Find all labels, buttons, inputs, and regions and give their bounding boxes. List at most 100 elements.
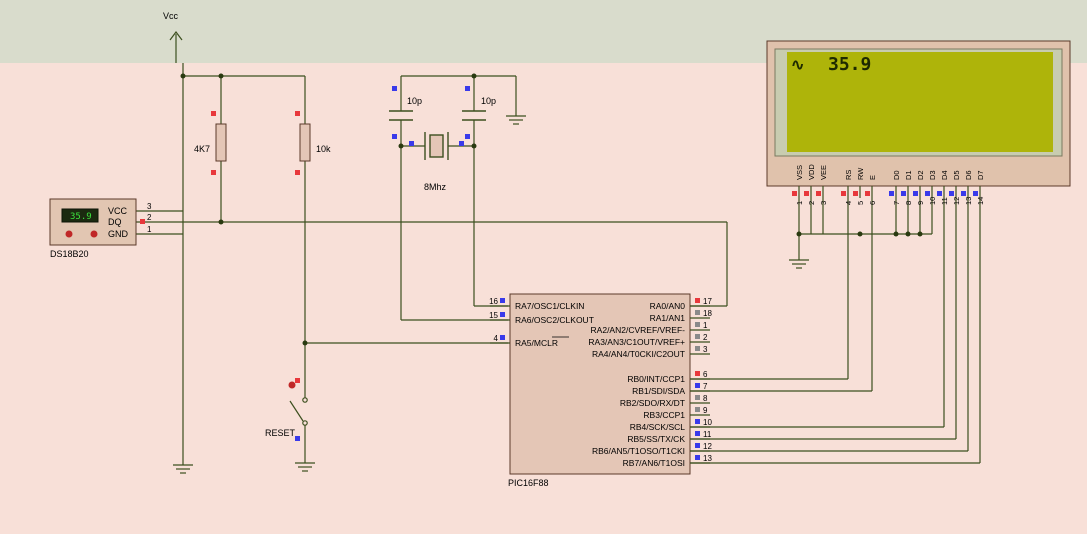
lcd-pin-number: 1	[795, 201, 804, 205]
mcu-pin-label: RB1/SDI/SDA	[632, 386, 685, 396]
ground-symbol	[506, 115, 526, 125]
mcu-pin-number: 11	[703, 430, 712, 439]
mcu-pin-number: 2	[703, 333, 708, 342]
lcd-pin-label: RS	[844, 170, 853, 180]
pin-marker	[392, 86, 397, 91]
wires	[136, 34, 981, 465]
pin-marker	[695, 395, 700, 400]
pin-marker	[949, 191, 954, 196]
lcd-pin-number: 5	[856, 201, 865, 205]
lcd-pin-number: 4	[844, 201, 853, 205]
mcu-pin-number: 13	[703, 454, 712, 463]
mcu-pin-label: RB7/AN6/T1OSI	[623, 458, 685, 468]
lcd-display-text: 35.9	[828, 54, 871, 75]
mcu-pin-number: 9	[703, 406, 708, 415]
mcu-pin-number: 3	[703, 345, 708, 354]
pin-marker	[409, 141, 414, 146]
resistor-r1[interactable]	[215, 123, 227, 162]
mcu-pin-number: 4	[494, 334, 499, 343]
pin-marker	[695, 310, 700, 315]
sensor-display	[61, 208, 99, 223]
capacitor-c2[interactable]	[462, 110, 486, 121]
mcu-pin-number: 12	[703, 442, 712, 451]
mcu-pin-label: RA1/AN1	[650, 313, 686, 323]
lcd-pin-label: D2	[916, 170, 925, 180]
pin-marker	[459, 141, 464, 146]
lcd-pin-number: 7	[892, 201, 901, 205]
lcd-pin-label: D0	[892, 170, 901, 180]
sensor-pin-label: DQ	[108, 217, 122, 227]
pin-marker	[695, 322, 700, 327]
mcu-pin-number: 10	[703, 418, 712, 427]
resistor-r2[interactable]	[299, 123, 311, 162]
lcd-pin-number: 10	[928, 197, 937, 205]
lcd-pin-number: 13	[964, 197, 973, 205]
lcd-pin-label: D5	[952, 170, 961, 180]
ground-symbol	[173, 464, 193, 474]
sensor-pin-number: 1	[147, 225, 152, 234]
pin-marker	[695, 431, 700, 436]
ground-symbol	[789, 259, 809, 269]
pin-marker	[695, 407, 700, 412]
switch-actuator[interactable]	[288, 381, 296, 389]
pin-marker	[695, 419, 700, 424]
vcc-symbol	[169, 31, 183, 41]
pin-marker	[295, 170, 300, 175]
pin-marker	[695, 298, 700, 303]
reset-switch[interactable]	[289, 392, 308, 426]
lcd-pin-number: 6	[868, 201, 877, 205]
mcu-pin-number: 1	[703, 321, 708, 330]
lcd-pin-label: RW	[856, 167, 865, 180]
mcu-pin-label: RA4/AN4/T0CKI/C2OUT	[592, 349, 685, 359]
mcu-pin-number: 16	[489, 297, 498, 306]
pin-marker	[695, 346, 700, 351]
mcu-pin-label: RB5/SS/TX/CK	[627, 434, 685, 444]
vcc-label: Vcc	[163, 11, 179, 21]
pin-marker	[211, 111, 216, 116]
pin-marker	[961, 191, 966, 196]
crystal[interactable]	[424, 132, 449, 160]
capacitor-c1[interactable]	[389, 110, 413, 121]
sensor-pin-label: VCC	[108, 206, 128, 216]
sensor-pin-number: 2	[147, 213, 152, 222]
pin-marker	[695, 455, 700, 460]
mcu-pin-label: RA3/AN3/C1OUT/VREF+	[588, 337, 685, 347]
pin-marker	[140, 219, 145, 224]
lcd-pin-label: VSS	[795, 165, 804, 180]
lcd-pin-label: E	[868, 175, 877, 180]
mcu-pin-label: RA0/AN0	[650, 301, 686, 311]
mcu-name: PIC16F88	[508, 478, 549, 488]
pic16f88-chip[interactable]	[509, 293, 691, 475]
lcd-pin-label: D1	[904, 170, 913, 180]
pin-marker	[465, 86, 470, 91]
pin-marker	[295, 111, 300, 116]
mcu-pin-number: 8	[703, 394, 708, 403]
lcd-pin-label: D6	[964, 170, 973, 180]
pin-marker	[925, 191, 930, 196]
mcu-pin-label: RB4/SCK/SCL	[630, 422, 686, 432]
mcu-left-pins: RA7/OSC1/CLKIN16RA6/OSC2/CLKOUT15RA5/MCL…	[489, 297, 594, 348]
sensor-button-icon[interactable]	[90, 230, 98, 238]
mcu-pin-label: RB6/AN5/T1OSO/T1CKI	[592, 446, 685, 456]
sensor-name: DS18B20	[50, 249, 89, 259]
resistor-r1-value: 4K7	[194, 144, 210, 154]
lcd-pin-number: 3	[819, 201, 828, 205]
lcd-module[interactable]	[766, 40, 1071, 187]
lcd-pins: VSS1VDD2VEE3RS4RW5E6D07D18D29D310D411D51…	[792, 164, 985, 205]
mcu-pin-label: RA2/AN2/CVREF/VREF-	[591, 325, 686, 335]
ds18b20-sensor[interactable]	[49, 198, 137, 246]
sensor-button-icon[interactable]	[65, 230, 73, 238]
junctions	[180, 73, 923, 346]
lcd-pin-number: 14	[976, 197, 985, 205]
pin-marker	[500, 335, 505, 340]
lcd-cursor-icon: ∿	[791, 55, 804, 74]
pin-marker	[792, 191, 797, 196]
capacitor-c1-value: 10p	[407, 96, 422, 106]
lcd-pin-number: 11	[940, 197, 949, 205]
pin-marker	[901, 191, 906, 196]
mcu-pin-number: 7	[703, 382, 708, 391]
pin-marker	[913, 191, 918, 196]
